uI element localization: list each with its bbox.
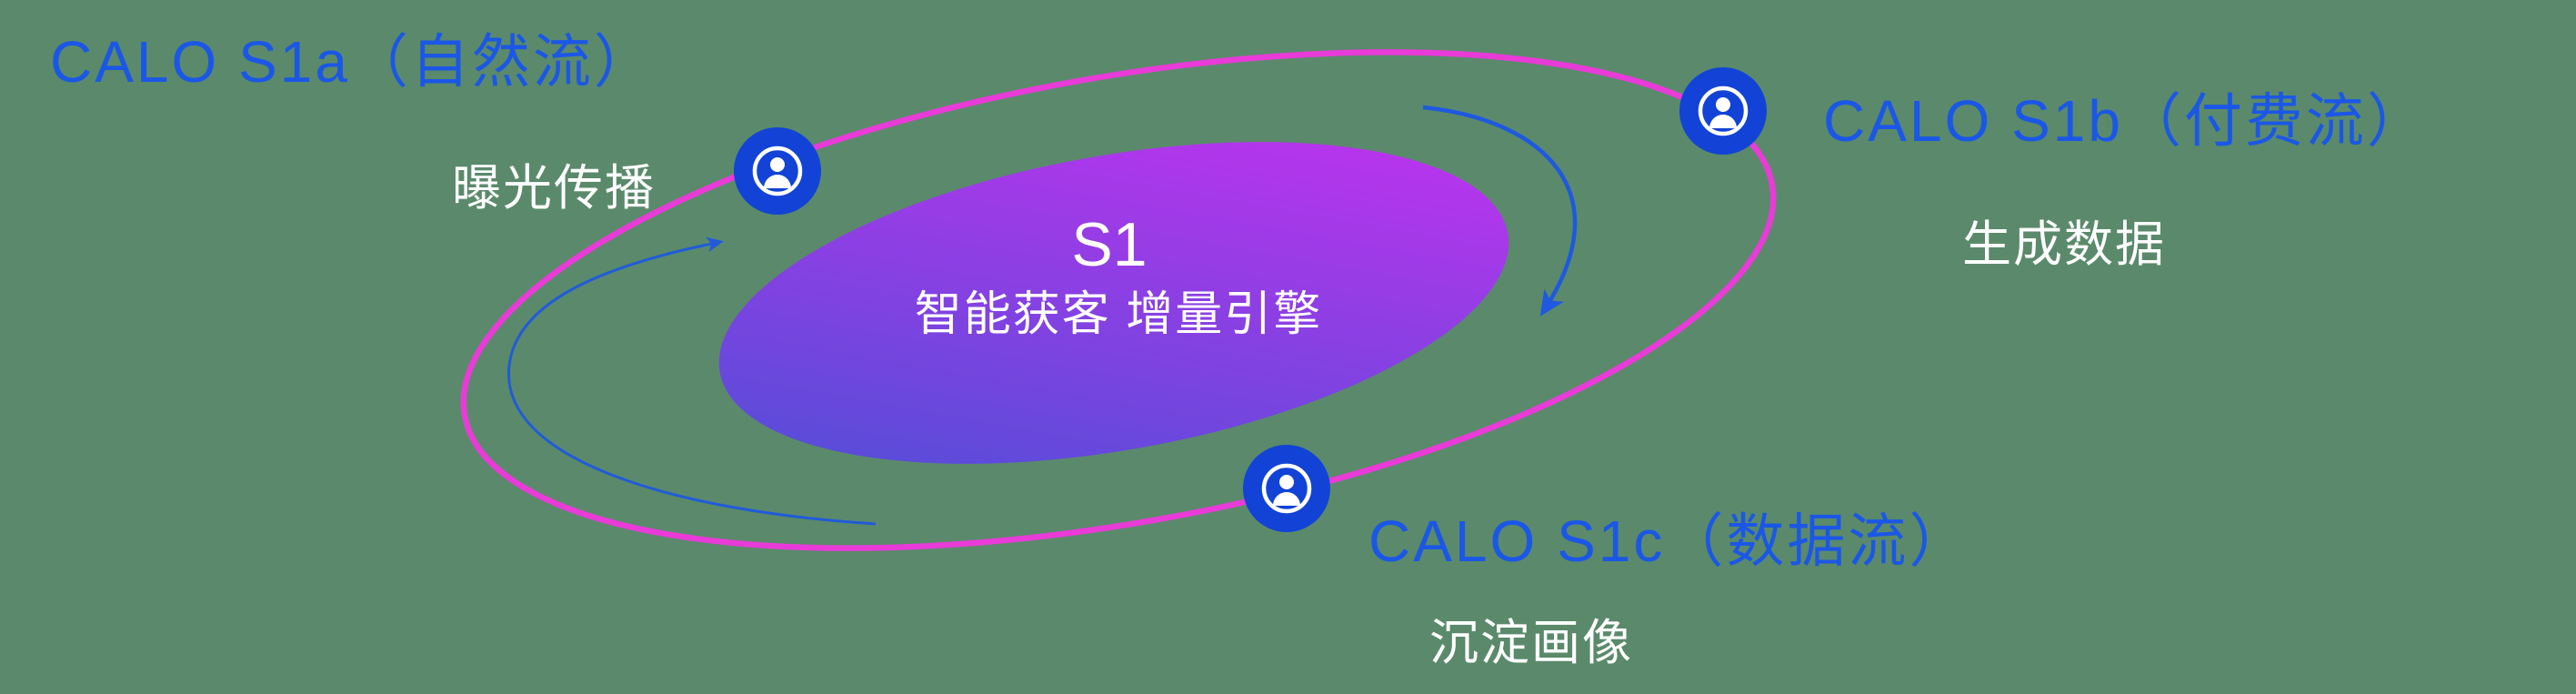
node-title-s1b: CALO S1b（付费流） [1823,88,2428,154]
node-title-s1c: CALO S1c（数据流） [1368,508,1970,574]
user-icon-node-s1a [734,127,821,215]
user-icon-node-s1c [1243,445,1330,532]
node-title-s1a: CALO S1a（自然流） [50,29,655,95]
flow-arrow-right [1422,105,1578,317]
user-icon-node-s1b [1679,67,1767,155]
orbit-ring [460,49,1777,551]
node-subtitle-s1c: 沉淀画像 [1429,616,1633,670]
node-subtitle-s1a: 曝光传播 [452,161,656,216]
core-ellipse [718,142,1509,464]
flow-arrow-left [507,236,877,526]
node-subtitle-s1b: 生成数据 [1962,217,2166,272]
core-subtitle: 智能获客 增量引擎 [914,288,1323,341]
core-title: S1 [1071,210,1148,279]
